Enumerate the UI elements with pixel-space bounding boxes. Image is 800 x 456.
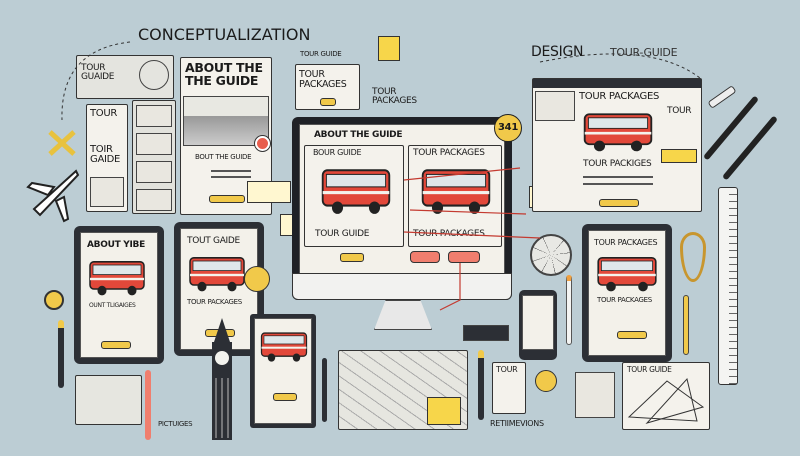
map-icon — [627, 377, 705, 424]
thumbnail — [535, 91, 575, 121]
bus-icon — [419, 164, 493, 216]
tour-card-label: TOUR — [496, 365, 518, 374]
packages-button[interactable] — [320, 98, 336, 106]
packages-screen-title: TOUR PACKAGES — [413, 148, 485, 158]
about-panel: ABOUT THE THE GUIDE BOUT THE GUIDE — [180, 57, 272, 215]
tablet-left-title: ABOUT YIBE — [87, 240, 145, 250]
device-sketch — [575, 372, 615, 418]
tablet-small-button[interactable] — [273, 393, 297, 401]
heading-design: DESIGN — [531, 44, 584, 60]
thumbnail — [136, 161, 172, 183]
thumb-column — [132, 100, 176, 214]
badge-341: 341 — [494, 114, 522, 142]
screen-button[interactable] — [340, 253, 364, 262]
compass-icon — [530, 234, 572, 276]
scissors-icon — [48, 130, 76, 156]
bus-icon — [259, 329, 309, 363]
eraser-icon — [707, 85, 737, 109]
sketch-logo-card: TOUR GUAIDE — [76, 55, 174, 99]
tablet-left-button[interactable] — [101, 341, 131, 349]
top-note: TOUR GUIDE — [300, 50, 342, 58]
badge-sticker — [535, 370, 557, 392]
big-ben-icon — [212, 318, 232, 440]
packages-card-title: TOUR PACKAGES — [299, 69, 347, 90]
pencil-icon — [683, 295, 689, 355]
pencil-icon — [145, 370, 151, 440]
thumbnail — [90, 177, 124, 207]
sketch-browser — [75, 375, 142, 425]
bus-icon — [319, 164, 393, 216]
tablet-small — [250, 314, 316, 428]
sticky-note — [247, 181, 291, 203]
bus-icon — [581, 109, 655, 153]
sketch-logo: TOUR GUAIDE — [81, 63, 115, 82]
right-browser-button[interactable] — [599, 199, 639, 207]
heading-tour-guide: TOUR-GUIDE — [610, 46, 678, 59]
record-button[interactable] — [255, 136, 270, 151]
tour-guide-map: TOUR GUIDE — [622, 362, 710, 430]
tour-card: TOUR — [492, 362, 526, 414]
guide-card-footer: TOUR GUIDE — [315, 229, 370, 239]
target-icon — [44, 290, 64, 310]
monitor: ABOUT THE GUIDE BOUR GUIDE TOUR GUIDE TO… — [292, 117, 512, 300]
bus-icon — [87, 257, 147, 297]
sticky-button[interactable] — [661, 149, 697, 163]
packages-card: TOUR PACKAGES — [295, 64, 360, 110]
tablet-left: ABOUT YIBE OUNT TLIGAIGES — [74, 226, 164, 364]
thumbnail — [136, 133, 172, 155]
heading-conceptualization: CONCEPTUALIZATION — [138, 25, 311, 44]
right-browser-title: TOUR PACKAGES — [579, 91, 660, 102]
tour-guide-map-title: TOUR GUIDE — [627, 365, 672, 374]
pen-icon — [478, 350, 484, 420]
monitor-screen: ABOUT THE GUIDE BOUR GUIDE TOUR GUIDE TO… — [299, 124, 505, 274]
pencil-icon — [58, 320, 64, 388]
tablet-mid-subtitle: TOUR PACKAGES — [187, 298, 242, 306]
sticky-note — [427, 397, 461, 425]
pen-icon — [566, 275, 572, 345]
left-column: TOUR TOIR GAIDE — [86, 104, 128, 212]
monitor-chin — [292, 273, 512, 300]
pictures-label: PICTUIGES — [158, 420, 193, 428]
thumbnail — [136, 189, 172, 211]
retimevions-label: RETIIMEVIONS — [490, 419, 544, 428]
packages-note: TOUR PACKAGES — [372, 87, 417, 106]
monitor-stand — [374, 300, 432, 330]
about-cta-button[interactable] — [209, 195, 245, 203]
browser-toolbar — [533, 79, 701, 88]
tablet-right-button[interactable] — [617, 331, 647, 339]
tablet-left-subtitle: OUNT TLIGAIGES — [89, 302, 136, 309]
tablet-mid-title: TOUT GAIDE — [187, 236, 240, 246]
sticky-note — [378, 36, 400, 61]
tablet-mid: TOUT GAIDE TOUR PACKAGES — [174, 222, 264, 356]
badge-sticker — [244, 266, 270, 292]
screen-button-red[interactable] — [410, 251, 440, 263]
about-panel-title: ABOUT THE THE GUIDE — [185, 60, 263, 88]
left-label-guide: TOIR GAIDE — [90, 144, 121, 165]
about-panel-caption: BOUT THE GUIDE — [195, 153, 252, 161]
packages-screen-footer: TOUR PACKAGES — [413, 229, 485, 239]
toolbar-chip[interactable] — [463, 325, 509, 341]
bus-icon — [187, 253, 247, 293]
right-browser-subtitle: TOUR PACKIGES — [583, 159, 652, 169]
guide-card-title: BOUR GUIDE — [313, 148, 362, 157]
tablet-right: TOUR PACKAGES TOUR PACKAGES — [582, 224, 672, 362]
monitor-header: ABOUT THE GUIDE — [314, 130, 403, 140]
tablet-right-subtitle: TOUR PACKAGES — [597, 296, 652, 304]
screen-button-red[interactable] — [448, 251, 480, 263]
landscape-image — [183, 96, 269, 146]
thumbnail — [136, 105, 172, 127]
tablet-right-title: TOUR PACKAGES — [594, 238, 658, 247]
pen-icon — [322, 358, 327, 422]
ruler-icon — [718, 187, 738, 385]
right-browser-side-label: TOUR — [667, 106, 692, 116]
bus-icon — [595, 253, 659, 293]
packages-screen-card[interactable]: TOUR PACKAGES TOUR PACKAGES — [408, 145, 502, 247]
guide-card[interactable]: BOUR GUIDE TOUR GUIDE — [304, 145, 404, 247]
left-label-tour: TOUR — [90, 108, 118, 119]
airplane-icon — [26, 169, 80, 223]
right-browser: TOUR PACKAGES TOUR PACKIGES TOUR — [532, 78, 702, 212]
lanyard-icon — [680, 232, 706, 282]
phone — [519, 290, 557, 360]
ferris-wheel-icon — [139, 60, 169, 90]
